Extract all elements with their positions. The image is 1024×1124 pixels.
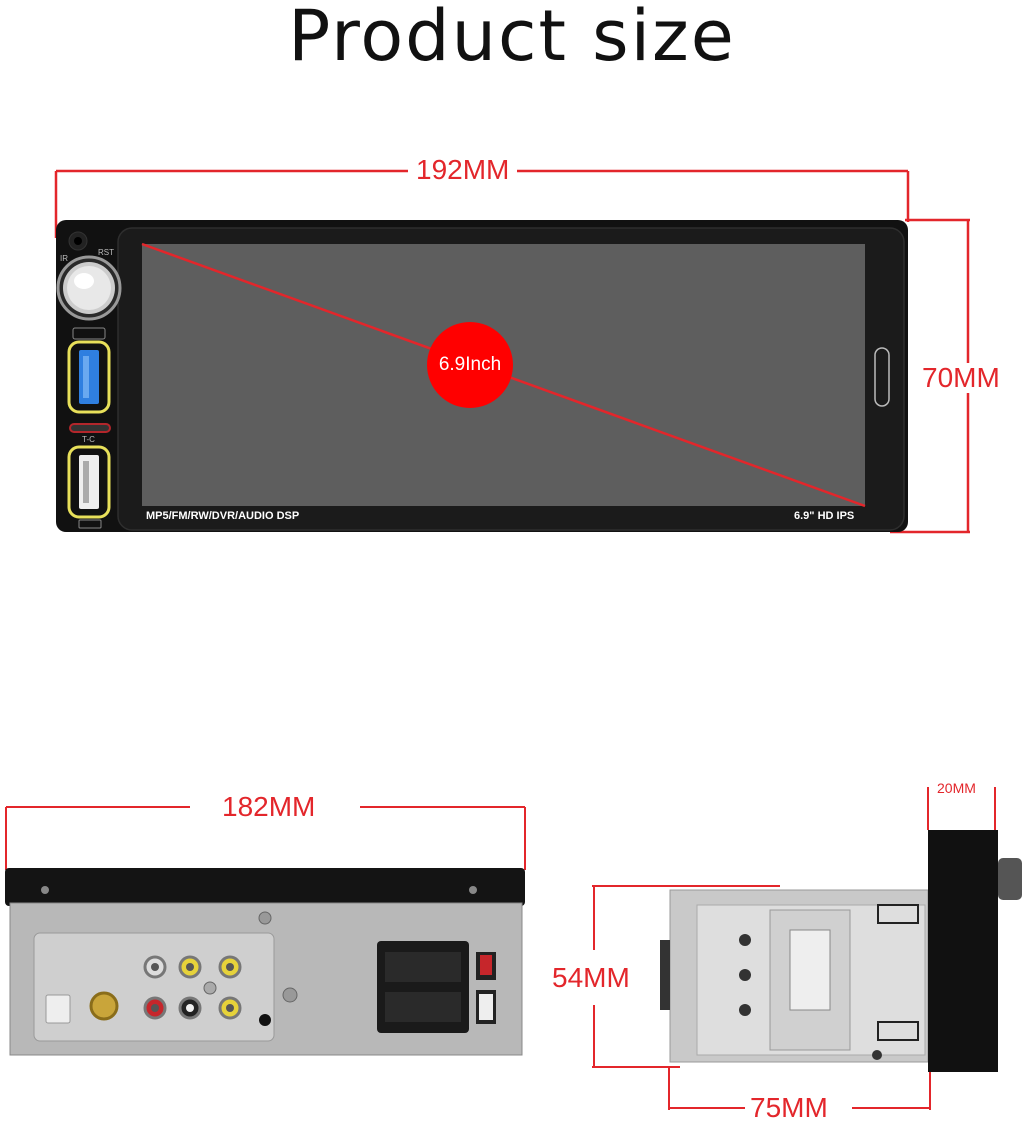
rst-label: RST: [98, 248, 114, 257]
page-title: Product size: [288, 0, 736, 77]
front-height-label: 70MM: [920, 362, 1002, 393]
features-label: MP5/FM/RW/DVR/AUDIO DSP: [146, 510, 300, 522]
volume-knob-icon: [56, 255, 122, 321]
rca-jacks-icon: [143, 955, 242, 1020]
rear-width-dimension: [5, 806, 526, 870]
screen-spec-label: 6.9" HD IPS: [794, 510, 855, 522]
ir-label: IR: [60, 254, 68, 263]
battery-icon: [78, 519, 102, 529]
diagonal-badge: [427, 322, 513, 408]
iso-connector-icon: [377, 941, 496, 1033]
antenna-jack-icon: [89, 991, 119, 1021]
type-c-port-icon: [69, 423, 111, 433]
side-height-dimension: [592, 885, 780, 1068]
side-length-label: 75MM: [748, 1092, 830, 1123]
rear-panel: [5, 868, 525, 1056]
side-length-dimension: [668, 1068, 931, 1110]
bluetooth-key-icon: [72, 327, 106, 340]
tc-label: T-C: [82, 435, 95, 444]
front-width-label: 192MM: [408, 155, 518, 185]
side-depth-label: 20MM: [935, 780, 978, 796]
small-connector-icon: [45, 994, 71, 1024]
usb-port-white-icon: [67, 445, 111, 519]
rear-width-label: 182MM: [214, 792, 324, 822]
side-height-label: 54MM: [550, 962, 632, 993]
side-depth-dimension: [927, 787, 996, 830]
home-button-icon: [874, 347, 890, 407]
diagonal-label: 6.9Inch: [438, 354, 502, 375]
side-panel: [660, 830, 1022, 1072]
front-panel: [56, 220, 908, 532]
usb-port-blue-icon: [67, 340, 111, 414]
